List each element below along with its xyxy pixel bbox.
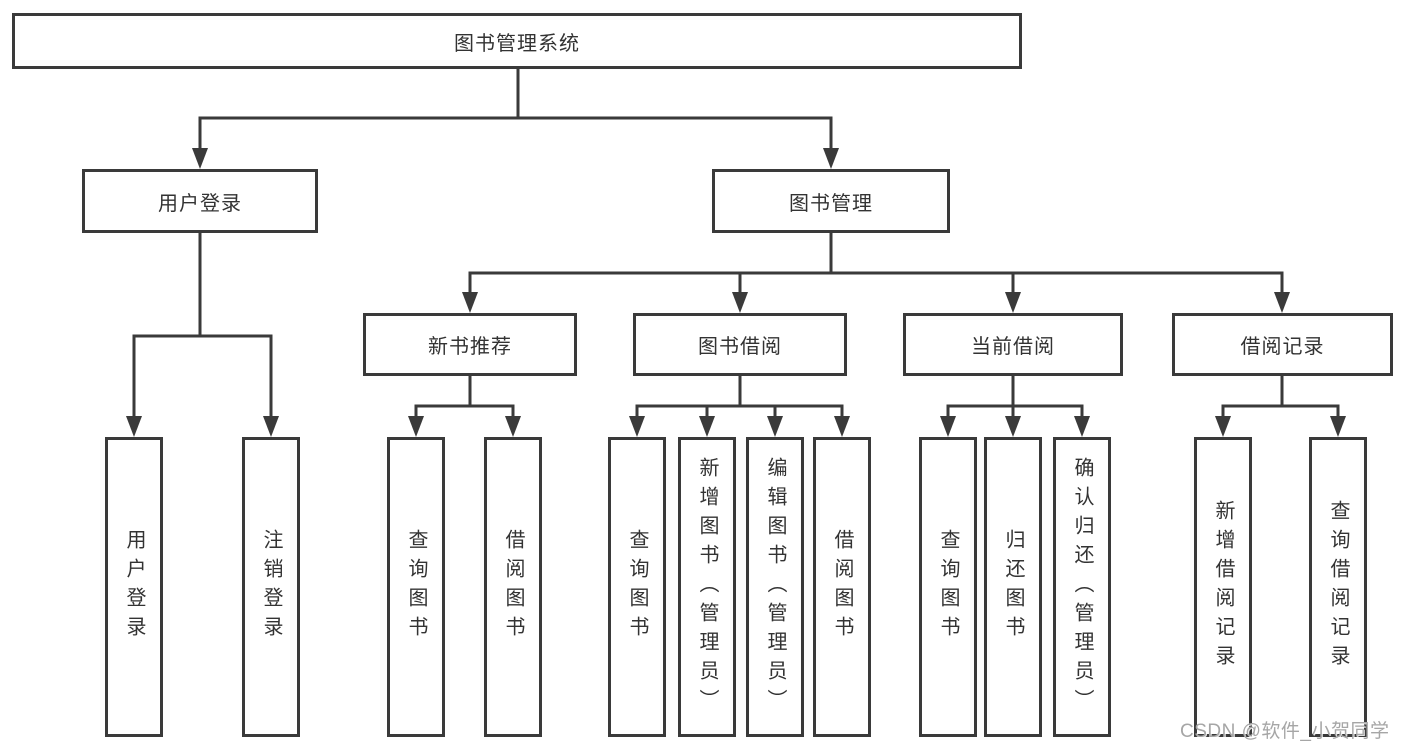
node-label: 借阅记录	[1240, 336, 1325, 358]
node-library-system: 图书管理系统	[12, 13, 1022, 69]
leaf-confirm-return-admin: 确认归还（管理员）	[1053, 437, 1111, 737]
leaf-label: 归还图书	[1002, 529, 1024, 645]
watermark: CSDN @软件_小贺同学	[1180, 721, 1390, 742]
arrow-down-icon	[699, 416, 715, 437]
node-borrow-records: 借阅记录	[1172, 313, 1393, 376]
leaf-add-books-admin: 新增图书（管理员）	[678, 437, 736, 737]
node-label: 图书管理系统	[454, 32, 580, 55]
leaf-query-books-borrowing: 查询图书	[608, 437, 666, 737]
arrow-down-icon	[126, 416, 142, 437]
arrow-down-icon	[1330, 416, 1346, 437]
leaf-label: 查询借阅记录	[1327, 500, 1349, 674]
leaf-label: 借阅图书	[502, 529, 524, 645]
node-user-login: 用户登录	[82, 169, 318, 233]
leaf-label: 注销登录	[260, 529, 282, 645]
node-label: 图书借阅	[698, 336, 782, 358]
node-book-borrowing: 图书借阅	[633, 313, 847, 376]
node-label: 新书推荐	[428, 336, 512, 358]
leaf-label: 查询图书	[626, 529, 648, 645]
leaf-label: 编辑图书（管理员）	[764, 456, 786, 718]
connector-user-login-to-leaves	[132, 233, 273, 419]
connector-borrow-records-to-leaves	[1221, 376, 1340, 419]
node-label: 用户登录	[158, 192, 242, 215]
arrow-down-icon	[1005, 416, 1021, 437]
arrow-down-icon	[940, 416, 956, 437]
node-label: 图书管理	[789, 192, 873, 215]
leaf-label: 新增借阅记录	[1212, 500, 1234, 674]
leaf-add-borrow-record: 新增借阅记录	[1194, 437, 1252, 737]
leaf-label: 用户登录	[123, 529, 145, 645]
leaf-label: 确认归还（管理员）	[1071, 456, 1093, 718]
arrow-down-icon	[1005, 292, 1021, 313]
arrow-down-icon	[462, 292, 478, 313]
leaf-user-login: 用户登录	[105, 437, 163, 737]
leaf-label: 查询图书	[937, 529, 959, 645]
node-new-book-recommendation: 新书推荐	[363, 313, 577, 376]
node-current-borrowing: 当前借阅	[903, 313, 1123, 376]
leaf-borrow-books-recommend: 借阅图书	[484, 437, 542, 737]
node-label: 当前借阅	[971, 336, 1055, 358]
arrow-down-icon	[823, 148, 839, 169]
leaf-query-books-current: 查询图书	[919, 437, 977, 737]
arrow-down-icon	[1074, 416, 1090, 437]
connector-book-borrowing-to-leaves	[635, 376, 844, 419]
arrow-down-icon	[732, 292, 748, 313]
node-book-management: 图书管理	[712, 169, 950, 233]
arrow-down-icon	[505, 416, 521, 437]
connector-root-to-level2	[198, 69, 833, 152]
leaf-query-books-recommend: 查询图书	[387, 437, 445, 737]
arrow-down-icon	[263, 416, 279, 437]
arrow-down-icon	[834, 416, 850, 437]
leaf-query-borrow-record: 查询借阅记录	[1309, 437, 1367, 737]
arrow-down-icon	[1274, 292, 1290, 313]
arrow-down-icon	[767, 416, 783, 437]
arrow-down-icon	[1215, 416, 1231, 437]
connector-current-borrowing-to-leaves	[946, 376, 1084, 419]
arrow-down-icon	[192, 148, 208, 169]
leaf-label: 新增图书（管理员）	[696, 456, 718, 718]
leaf-borrow-books-borrowing: 借阅图书	[813, 437, 871, 737]
connector-book-management-to-level3	[468, 233, 1284, 295]
connector-new-book-to-leaves	[414, 376, 515, 419]
leaf-edit-books-admin: 编辑图书（管理员）	[746, 437, 804, 737]
leaf-return-books: 归还图书	[984, 437, 1042, 737]
leaf-logout-login: 注销登录	[242, 437, 300, 737]
leaf-label: 查询图书	[405, 529, 427, 645]
arrow-down-icon	[408, 416, 424, 437]
arrow-down-icon	[629, 416, 645, 437]
leaf-label: 借阅图书	[831, 529, 853, 645]
